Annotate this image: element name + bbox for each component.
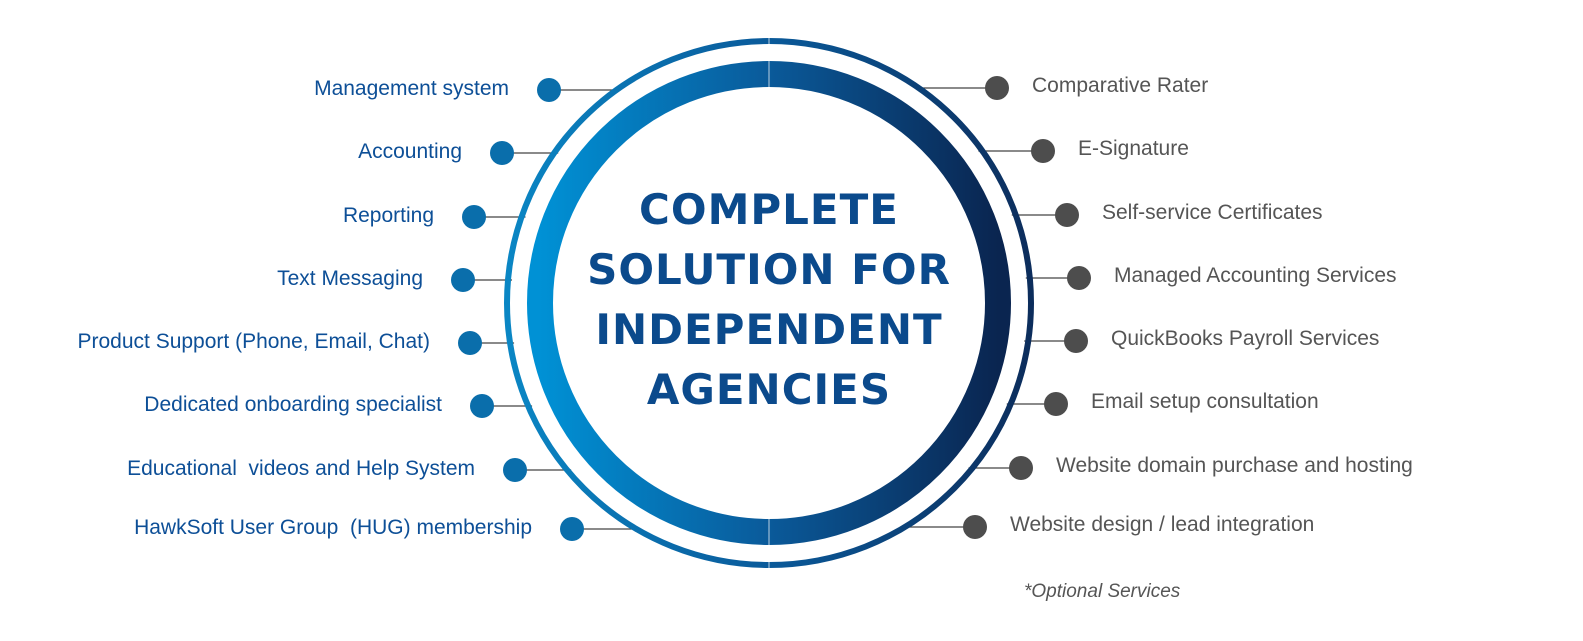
right-bullet-dot — [1064, 329, 1088, 353]
left-bullet-dot — [451, 268, 475, 292]
center-title: COMPLETE SOLUTION FOR INDEPENDENT AGENCI… — [569, 180, 969, 420]
right-bullet-dot — [1055, 203, 1079, 227]
left-bullet-dot — [458, 331, 482, 355]
left-item-management-system: Management system — [314, 77, 509, 100]
left-item-accounting: Accounting — [358, 140, 462, 163]
right-item-website-design: Website design / lead integration — [1010, 513, 1315, 536]
left-bullet-dot — [462, 205, 486, 229]
right-item-self-service-certificates: Self-service Certificates — [1102, 201, 1323, 224]
right-bullet-dot — [1031, 139, 1055, 163]
right-bullet-dot — [963, 515, 987, 539]
left-item-hug-membership: HawkSoft User Group (HUG) membership — [134, 516, 532, 539]
left-bullet-dot — [503, 458, 527, 482]
right-item-domain-hosting: Website domain purchase and hosting — [1056, 454, 1413, 477]
left-bullet-dot — [470, 394, 494, 418]
left-item-educational-videos: Educational videos and Help System — [127, 457, 475, 480]
center-title-line-1: COMPLETE — [639, 185, 899, 234]
right-bullet-dot — [985, 76, 1009, 100]
optional-services-footnote: *Optional Services — [1024, 581, 1181, 602]
left-item-onboarding-specialist: Dedicated onboarding specialist — [144, 393, 442, 416]
center-title-line-4: AGENCIES — [646, 365, 892, 414]
right-item-managed-accounting: Managed Accounting Services — [1114, 264, 1397, 287]
left-item-reporting: Reporting — [342, 204, 434, 227]
right-bullet-dot — [1044, 392, 1068, 416]
left-bullet-dot — [560, 517, 584, 541]
right-item-quickbooks-payroll: QuickBooks Payroll Services — [1111, 327, 1380, 350]
left-item-product-support: Product Support (Phone, Email, Chat) — [77, 330, 430, 353]
left-item-text-messaging: Text Messaging — [277, 267, 423, 290]
left-bullet-dot — [490, 141, 514, 165]
right-item-comparative-rater: Comparative Rater — [1032, 74, 1209, 97]
center-title-line-3: INDEPENDENT — [595, 305, 943, 354]
right-bullet-dot — [1067, 266, 1091, 290]
left-bullet-dot — [537, 78, 561, 102]
right-item-e-signature: E-Signature — [1078, 137, 1189, 160]
right-bullet-dot — [1009, 456, 1033, 480]
center-title-line-2: SOLUTION FOR — [587, 245, 951, 294]
right-item-email-setup: Email setup consultation — [1091, 390, 1319, 413]
